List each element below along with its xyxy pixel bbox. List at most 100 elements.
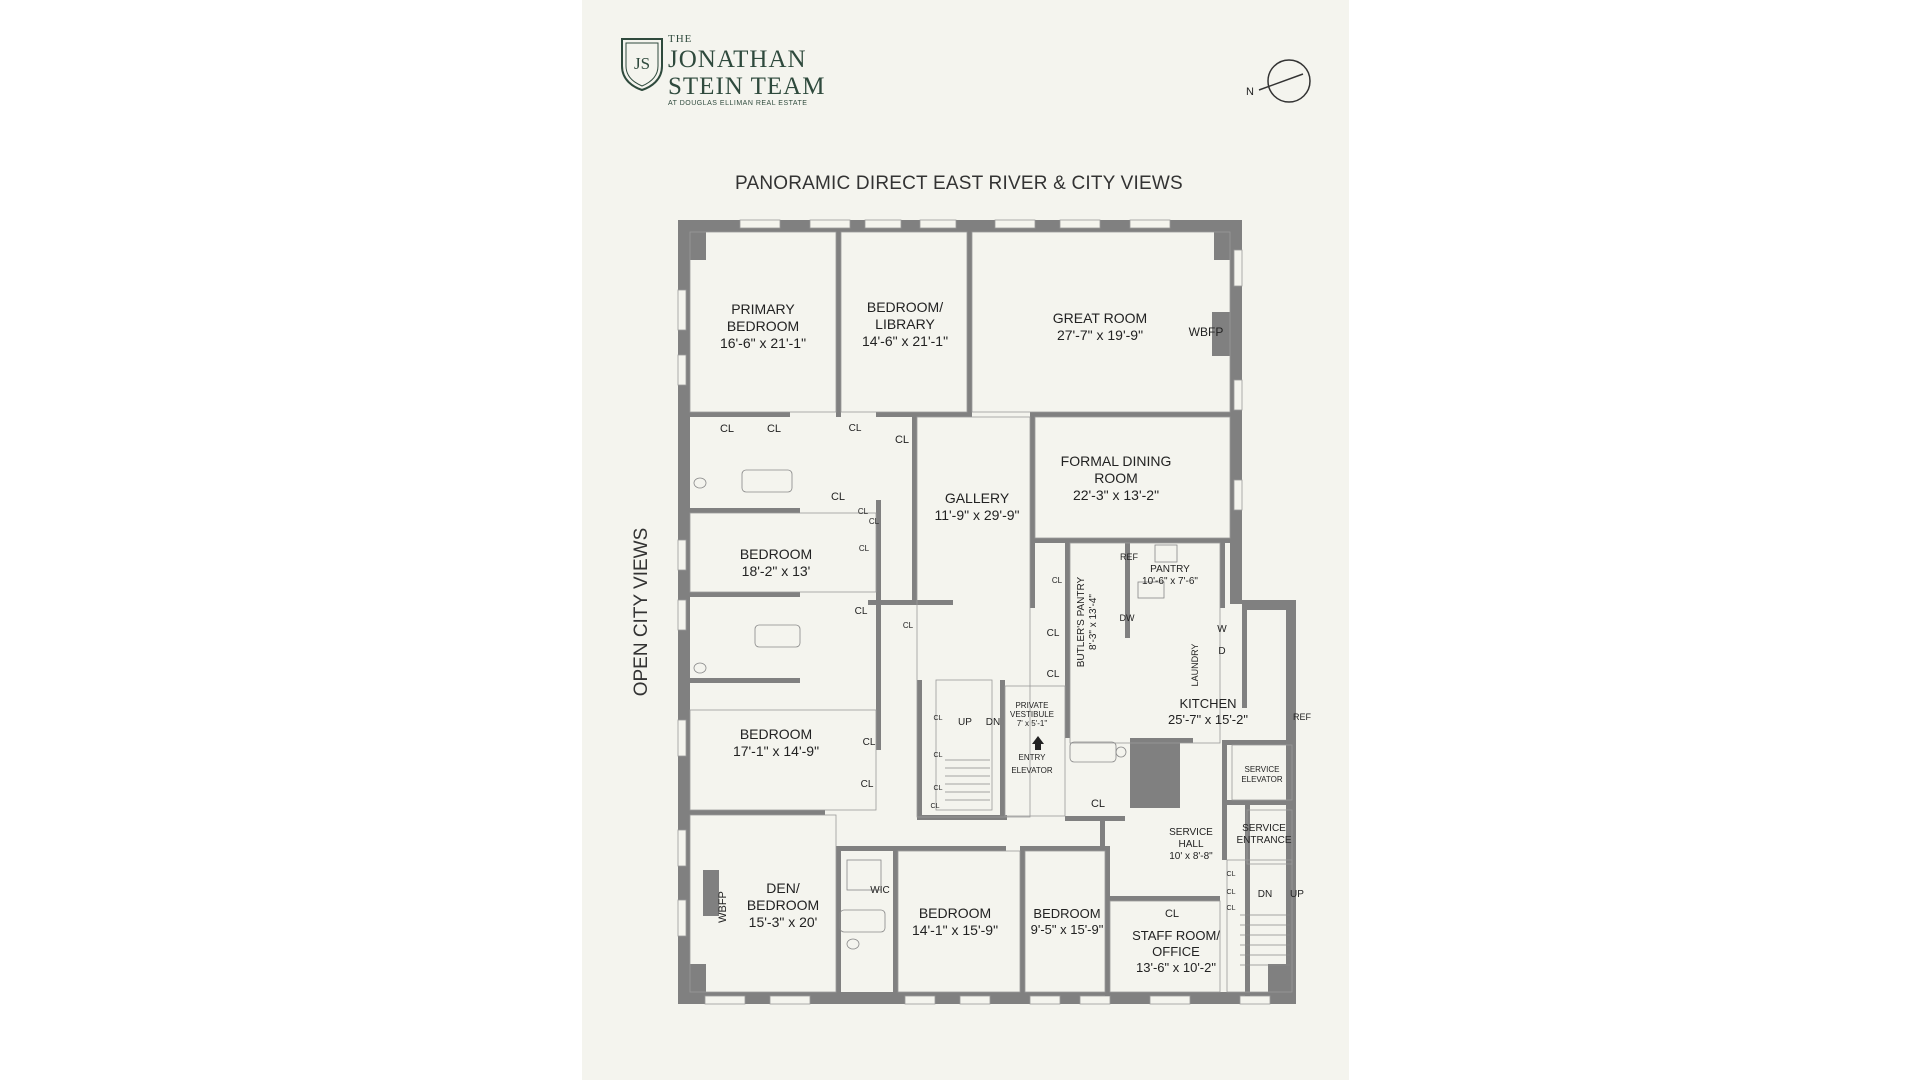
sink-icon — [846, 938, 860, 950]
logo-subtitle: AT DOUGLAS ELLIMAN REAL ESTATE — [668, 100, 808, 107]
den-bedroom-label: 15'-3" x 20' — [749, 914, 818, 930]
sink-icon — [1115, 746, 1127, 758]
shield-logo-icon: JS — [621, 38, 663, 92]
closet-label: CL — [1047, 628, 1060, 639]
primary-bedroom-label: 16'-6" x 21'-1" — [720, 335, 806, 351]
bedroom-library-label: BEDROOM/ — [867, 299, 943, 315]
stairs — [945, 759, 1290, 966]
logo-monogram: JS — [634, 54, 650, 73]
den-bedroom-label: DEN/ — [766, 880, 800, 896]
down-label: DN — [986, 717, 1000, 728]
closet-label: CL — [849, 423, 862, 434]
sink-icon — [693, 662, 707, 674]
service-hall-label: 10' x 8'-8" — [1169, 851, 1213, 862]
windows — [677, 219, 1271, 1005]
great-room-label: 27'-7" x 19'-9" — [1057, 327, 1143, 343]
private-vestibule-label: 7' x 5'-1" — [1017, 719, 1048, 728]
closet-label: CL — [858, 507, 869, 516]
entry-elevator-label: ELEVATOR — [1011, 766, 1053, 775]
primary-bedroom-label: BEDROOM — [727, 318, 799, 334]
interior-walls — [690, 232, 1294, 996]
pantry-label: PANTRY — [1150, 564, 1190, 575]
entry-elevator-label: ENTRY — [1019, 753, 1047, 762]
dryer-label: D — [1218, 646, 1225, 657]
room-outlines — [689, 231, 1293, 993]
bedroom-3-label: BEDROOM — [740, 726, 812, 742]
ref-label: REF — [1293, 712, 1312, 722]
walk-in-closet — [846, 859, 882, 891]
sink-icon — [693, 477, 707, 489]
formal-dining-label: ROOM — [1094, 470, 1138, 486]
closet-label: CL — [861, 779, 874, 790]
bathtub-icon — [839, 909, 886, 933]
closet-label: CL — [869, 517, 880, 526]
closet-label: CL — [859, 544, 870, 553]
butlers-pantry-label: 8'-3" x 13'-4" — [1088, 594, 1099, 650]
bedroom-5-label: BEDROOM — [1033, 906, 1100, 921]
bathtub-icon — [754, 624, 801, 648]
ref-label: REF — [1120, 552, 1139, 562]
washer-label: W — [1217, 624, 1227, 635]
wbfp-label: WBFP — [717, 891, 729, 923]
bedroom-4-label: BEDROOM — [919, 905, 991, 921]
service-entrance-label: SERVICE — [1242, 823, 1286, 834]
closet-label: CL — [831, 491, 845, 503]
formal-dining-label: FORMAL DINING — [1061, 453, 1172, 469]
pantry-sink-icon — [1154, 544, 1178, 563]
walk_in_closet-label: WIC — [870, 885, 889, 896]
compass-north-label: N — [1246, 86, 1254, 98]
bedroom-3-label: 17'-1" x 14'-9" — [733, 743, 819, 759]
bedroom-4-label: 14'-1" x 15'-9" — [912, 922, 998, 938]
staff-room-label: STAFF ROOM/ — [1132, 928, 1220, 943]
pantry-label: 10'-6" x 7'-6" — [1142, 576, 1198, 587]
gallery-label: 11'-9" x 29'-9" — [934, 507, 1019, 523]
closet-label: CL — [1052, 576, 1063, 585]
down-label: DN — [1258, 889, 1272, 900]
kitchen-label: 25'-7" x 15'-2" — [1168, 712, 1248, 727]
dw-label: DW — [1120, 613, 1135, 623]
laundry-label: LAUNDRY — [1190, 644, 1200, 687]
bedroom-library-label: LIBRARY — [875, 316, 935, 332]
plan-headline: PANORAMIC DIRECT EAST RIVER & CITY VIEWS — [735, 173, 1183, 194]
service-elevator-label: ELEVATOR — [1241, 775, 1283, 784]
private-vestibule-label: VESTIBULE — [1010, 710, 1054, 719]
den-bedroom-label: BEDROOM — [747, 897, 819, 913]
butlers-pantry-label: BUTLER'S PANTRY — [1076, 576, 1087, 667]
gallery-label: GALLERY — [945, 490, 1010, 506]
closet-label: CL — [931, 803, 940, 810]
cooktop-icon — [1137, 581, 1165, 599]
formal-dining-label: 22'-3" x 13'-2" — [1073, 487, 1159, 503]
closet-label: CL — [895, 434, 909, 446]
bedroom-2-label: 18'-2" x 13' — [742, 563, 811, 579]
closet-label: CL — [1047, 669, 1060, 680]
staff-room-label: OFFICE — [1152, 944, 1200, 959]
service-elevator-label: SERVICE — [1245, 765, 1280, 774]
up-label: UP — [958, 717, 972, 728]
service-hall-label: SERVICE — [1169, 827, 1213, 838]
wbfp-label: WBFP — [1189, 325, 1224, 339]
compass-icon: N — [1246, 59, 1311, 103]
closet-label: CL — [934, 752, 943, 759]
bedroom-5-label: 9'-5" x 15'-9" — [1031, 922, 1104, 937]
closet-label: CL — [1227, 889, 1236, 896]
kitchen-label: KITCHEN — [1179, 696, 1236, 711]
closet-label: CL — [1165, 908, 1179, 920]
logo-the: THE — [668, 33, 693, 45]
bathtub-icon — [741, 469, 793, 493]
bedroom-2-label: BEDROOM — [740, 546, 812, 562]
closet-label: CL — [855, 606, 868, 617]
entry-arrow-icon — [1032, 736, 1044, 750]
service-hall-label: HALL — [1178, 839, 1203, 850]
staff-room-label: 13'-6" x 10'-2" — [1136, 960, 1216, 975]
closet-label: CL — [1091, 798, 1105, 810]
closet-label: CL — [1227, 905, 1236, 912]
bedroom-library-label: 14'-6" x 21'-1" — [862, 333, 948, 349]
bath-fixtures — [693, 469, 1178, 950]
closet-label: CL — [767, 423, 781, 435]
service-entrance-label: ENTRANCE — [1236, 835, 1291, 846]
closet-label: CL — [934, 785, 943, 792]
up-label: UP — [1290, 889, 1304, 900]
closet-label: CL — [863, 737, 876, 748]
